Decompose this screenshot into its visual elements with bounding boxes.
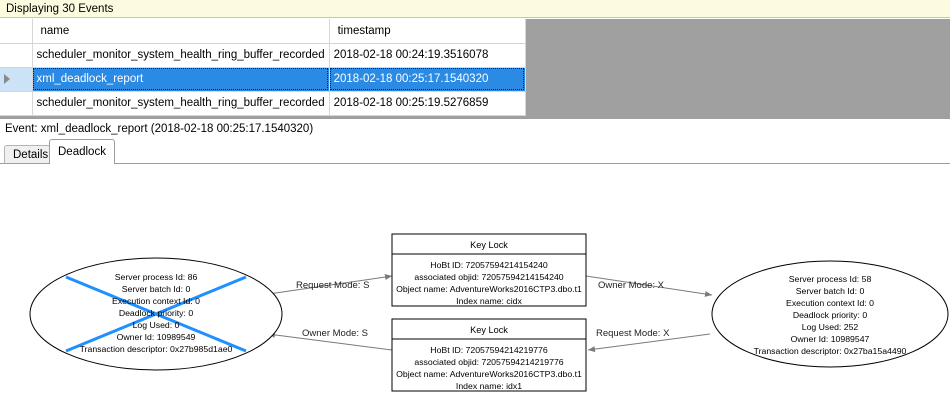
edge-label-owner-mode-x: Owner Mode: X <box>598 280 665 291</box>
edge-left-to-top-resource: Request Mode: S <box>261 274 393 296</box>
events-table[interactable]: name timestamp scheduler_monitor_system_… <box>0 19 526 116</box>
table-row[interactable]: scheduler_monitor_system_health_ring_buf… <box>0 91 526 116</box>
edge-label-request-mode-s: Request Mode: S <box>296 280 369 291</box>
process-right-line-5: Owner Id: 10989547 <box>791 334 870 344</box>
cell-event-timestamp[interactable]: 2018-02-18 00:25:19.5276859 <box>329 91 526 116</box>
cell-event-name[interactable]: scheduler_monitor_system_health_ring_buf… <box>32 91 330 116</box>
process-left-line-6: Transaction descriptor: 0x27b985d1ae0 <box>80 344 233 354</box>
row-indicator-cell[interactable] <box>0 43 33 68</box>
edge-top-resource-to-right: Owner Mode: X <box>585 275 713 297</box>
resource-bottom-line-3: Index name: idx1 <box>456 381 522 391</box>
resource-bottom-line-0: HoBt ID: 72057594214219776 <box>430 345 548 355</box>
process-right-line-2: Execution context Id: 0 <box>786 298 874 308</box>
column-header-name[interactable]: name <box>32 19 330 44</box>
table-row[interactable]: scheduler_monitor_system_health_ring_buf… <box>0 43 526 68</box>
resource-bottom-line-2: Object name: AdventureWorks2016CTP3.dbo.… <box>396 369 582 379</box>
resource-top-title: Key Lock <box>470 240 508 250</box>
resource-top-line-2: Object name: AdventureWorks2016CTP3.dbo.… <box>396 284 582 294</box>
table-row-selected[interactable]: xml_deadlock_report 2018-02-18 00:25:17.… <box>0 67 526 92</box>
process-left-line-3: Deadlock priority: 0 <box>119 308 194 318</box>
process-right-line-1: Server batch Id: 0 <box>796 286 865 296</box>
row-selector-arrow-icon <box>4 73 10 84</box>
displaying-events-banner: Displaying 30 Events <box>0 0 950 18</box>
resource-top-line-3: Index name: cidx <box>456 296 522 306</box>
row-indicator-cell-selected[interactable] <box>0 67 33 92</box>
resource-bottom-title: Key Lock <box>470 325 508 335</box>
cell-event-name[interactable]: xml_deadlock_report <box>32 67 330 92</box>
process-left-line-4: Log Used: 0 <box>133 320 180 330</box>
node-resource-top-key-lock[interactable]: Key Lock HoBt ID: 72057594214154240 asso… <box>391 233 587 307</box>
header-row-indicator <box>0 19 33 44</box>
process-left-line-1: Server batch Id: 0 <box>122 284 191 294</box>
resource-top-line-0: HoBt ID: 72057594214154240 <box>430 260 548 270</box>
process-right-line-0: Server process Id: 58 <box>789 274 872 284</box>
process-left-line-0: Server process Id: 86 <box>115 272 198 282</box>
cell-event-name[interactable]: scheduler_monitor_system_health_ring_buf… <box>32 43 330 68</box>
events-grid[interactable]: name timestamp scheduler_monitor_system_… <box>0 19 950 118</box>
event-detail-header: Event: xml_deadlock_report (2018-02-18 0… <box>0 118 950 138</box>
process-left-line-2: Execution context Id: 0 <box>112 296 200 306</box>
cell-event-timestamp[interactable]: 2018-02-18 00:24:19.3516078 <box>329 43 526 68</box>
table-header-row: name timestamp <box>0 19 526 44</box>
process-left-line-5: Owner Id: 10989549 <box>117 332 196 342</box>
node-process-right[interactable]: Server process Id: 58 Server batch Id: 0… <box>711 260 949 368</box>
resource-top-line-1: associated objid: 72057594214154240 <box>414 272 563 282</box>
process-right-line-6: Transaction descriptor: 0x27ba15a4490 <box>754 346 907 356</box>
cell-event-timestamp[interactable]: 2018-02-18 00:25:17.1540320 <box>329 67 526 92</box>
process-right-line-3: Deadlock priority: 0 <box>793 310 868 320</box>
tab-deadlock[interactable]: Deadlock <box>49 139 115 164</box>
edge-label-request-mode-x: Request Mode: X <box>596 328 670 339</box>
row-indicator-cell[interactable] <box>0 91 33 116</box>
deadlock-graph-panel[interactable]: Request Mode: S Owner Mode: X Owner Mode… <box>0 163 950 400</box>
tab-strip: Details Deadlock <box>0 139 950 164</box>
node-process-left-victim[interactable]: Server process Id: 86 Server batch Id: 0… <box>29 257 283 371</box>
resource-bottom-line-1: associated objid: 72057594214219776 <box>414 357 563 367</box>
process-right-line-4: Log Used: 252 <box>802 322 859 332</box>
edge-label-owner-mode-s: Owner Mode: S <box>302 328 368 339</box>
edge-right-to-bottom-resource: Request Mode: X <box>587 328 711 353</box>
edge-bottom-resource-to-left: Owner Mode: S <box>267 328 393 351</box>
column-header-timestamp[interactable]: timestamp <box>329 19 526 44</box>
node-resource-bottom-key-lock[interactable]: Key Lock HoBt ID: 72057594214219776 asso… <box>391 318 587 392</box>
